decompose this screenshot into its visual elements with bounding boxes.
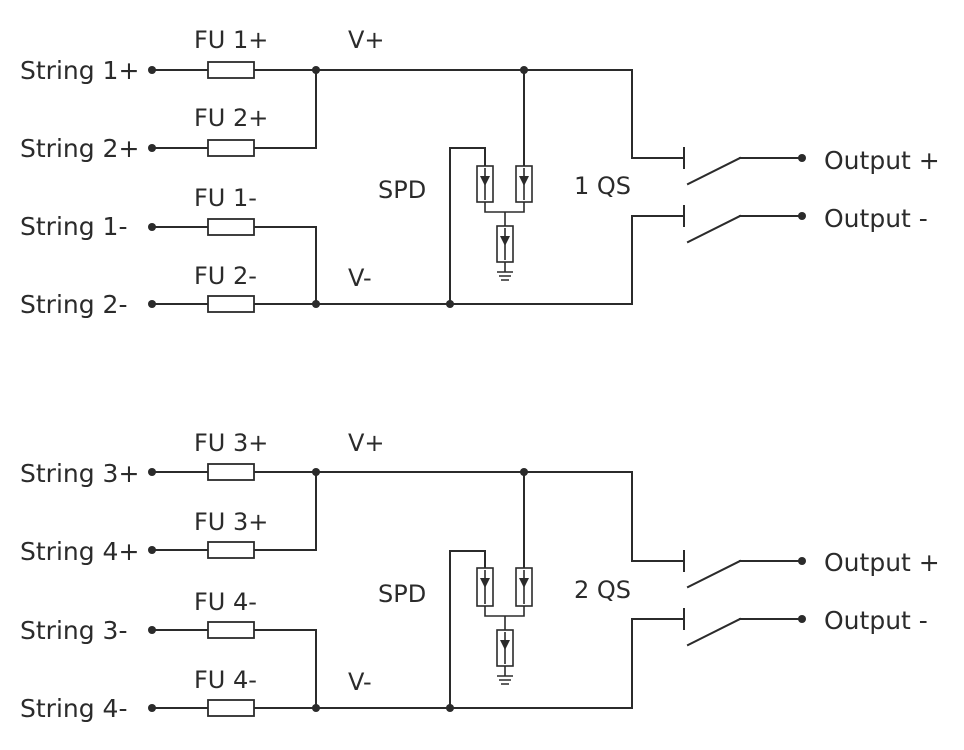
junction-dot: [520, 468, 528, 476]
ground-symbol: [497, 262, 513, 281]
wire: [151, 471, 685, 562]
terminal-dot: [148, 66, 156, 74]
fuse-icon: [207, 139, 255, 157]
fuse-label: FU 4-: [194, 588, 257, 616]
terminal-dot: [798, 154, 806, 162]
wire: [151, 69, 317, 149]
junction-dot: [312, 66, 320, 74]
fuse-label: FU 2-: [194, 262, 257, 290]
wire: [151, 226, 317, 305]
qs-label: 1 QS: [574, 172, 631, 200]
string-label: String 3-: [20, 616, 127, 645]
qs-label: 2 QS: [574, 576, 631, 604]
wire: [484, 202, 525, 226]
string-label: String 4+: [20, 537, 139, 566]
fuse-label: FU 1-: [194, 184, 257, 212]
terminal-dot: [148, 626, 156, 634]
wire: [151, 215, 685, 305]
terminal-dot: [148, 223, 156, 231]
spd-element-icon: [496, 225, 514, 263]
fuse-icon: [207, 699, 255, 717]
junction-dot: [312, 704, 320, 712]
string-label: String 2-: [20, 290, 127, 319]
fuse-icon: [207, 61, 255, 79]
spd-element-icon: [515, 567, 533, 607]
spd-label: SPD: [378, 176, 426, 204]
wire: [151, 69, 685, 159]
terminal-dot: [148, 300, 156, 308]
string-label: String 1+: [20, 56, 139, 85]
switch-icon: [683, 147, 801, 244]
fuse-icon: [207, 463, 255, 481]
fuse-label: FU 4-: [194, 666, 257, 694]
vminus-label: V-: [348, 264, 372, 292]
circuit-1: String 1+ String 2+ String 1- String 2- …: [20, 26, 940, 319]
switch-icon: [683, 550, 801, 647]
spd-element-icon: [476, 165, 494, 203]
circuit-2: String 3+ String 4+ String 3- String 4- …: [20, 429, 940, 723]
vminus-label: V-: [348, 668, 372, 696]
wire: [449, 550, 486, 709]
junction-dot: [520, 66, 528, 74]
fuse-label: FU 1+: [194, 26, 268, 54]
fuse-label: FU 2+: [194, 104, 268, 132]
vplus-label: V+: [348, 429, 385, 457]
wire: [151, 471, 317, 551]
terminal-dot: [798, 615, 806, 623]
fuse-icon: [207, 621, 255, 639]
terminal-dot: [148, 546, 156, 554]
output-plus-label: Output +: [824, 548, 940, 577]
output-plus-label: Output +: [824, 146, 940, 175]
string-label: String 1-: [20, 212, 127, 241]
output-minus-label: Output -: [824, 204, 928, 233]
wire: [484, 606, 525, 630]
output-minus-label: Output -: [824, 606, 928, 635]
ground-symbol: [497, 666, 513, 685]
spd-element-icon: [496, 629, 514, 667]
fuse-label: FU 3+: [194, 429, 268, 457]
string-label: String 2+: [20, 134, 139, 163]
terminal-dot: [148, 704, 156, 712]
terminal-dot: [798, 212, 806, 220]
string-label: String 3+: [20, 459, 139, 488]
junction-dot: [446, 300, 454, 308]
fuse-icon: [207, 295, 255, 313]
fuse-icon: [207, 541, 255, 559]
spd-label: SPD: [378, 580, 426, 608]
wire: [449, 147, 486, 305]
junction-dot: [312, 300, 320, 308]
vplus-label: V+: [348, 26, 385, 54]
spd-element-icon: [476, 567, 494, 607]
junction-dot: [446, 704, 454, 712]
junction-dot: [312, 468, 320, 476]
fuse-icon: [207, 218, 255, 236]
terminal-dot: [148, 144, 156, 152]
string-label: String 4-: [20, 694, 127, 723]
spd-element-icon: [515, 165, 533, 203]
terminal-dot: [798, 557, 806, 565]
wire: [151, 618, 685, 709]
fuse-label: FU 3+: [194, 508, 268, 536]
wire: [151, 629, 317, 709]
terminal-dot: [148, 468, 156, 476]
